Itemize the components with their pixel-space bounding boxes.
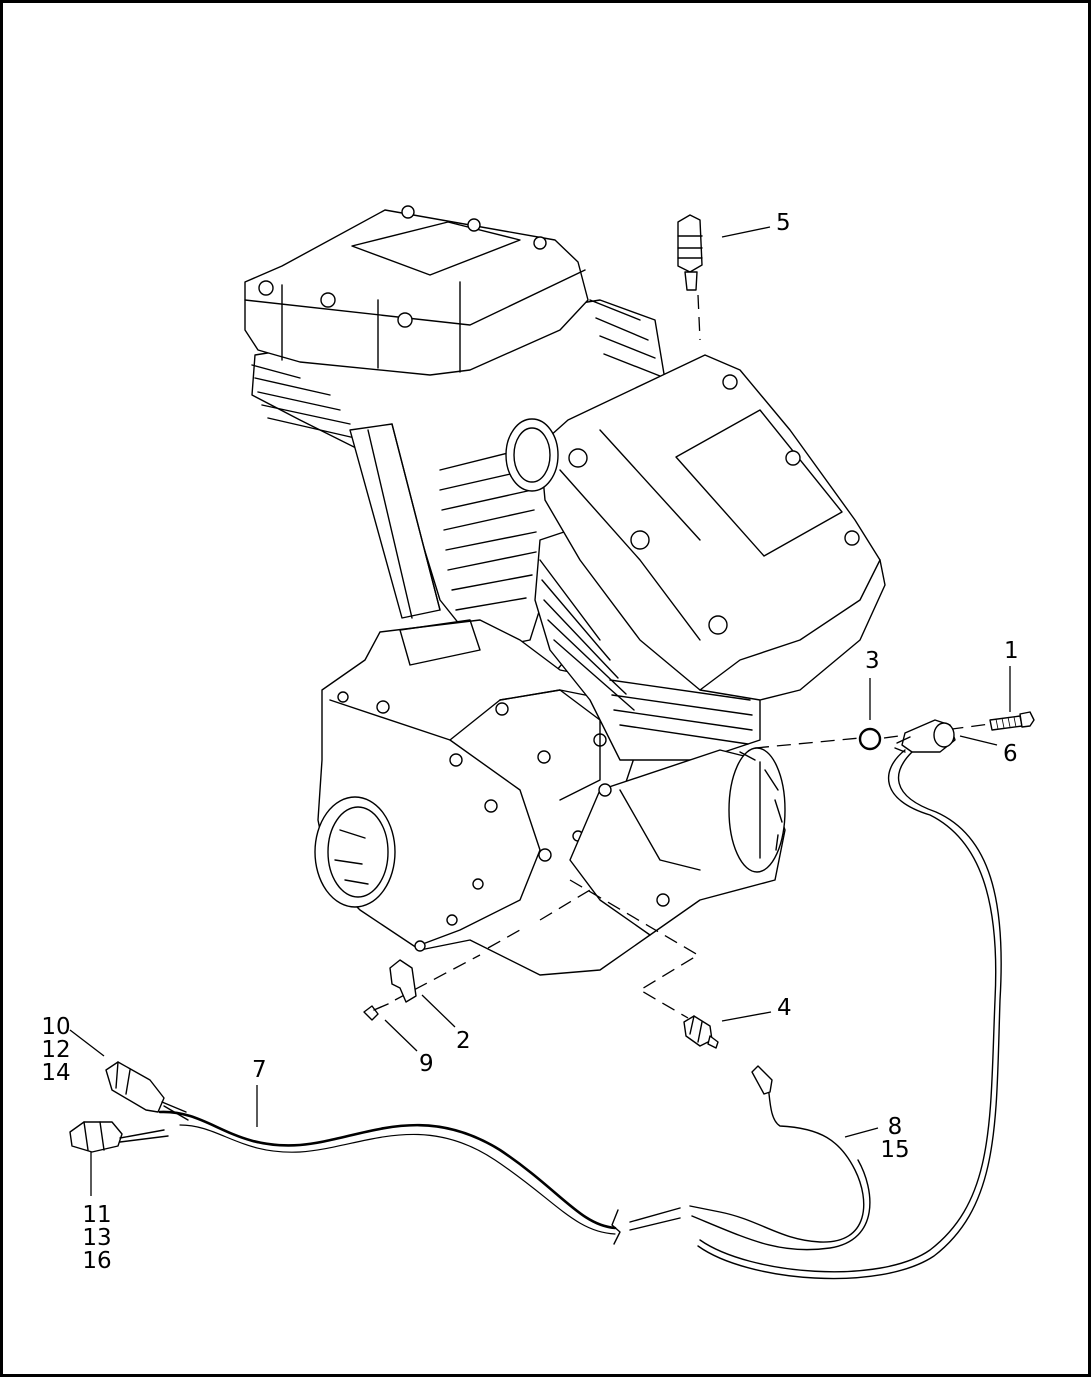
callout-9: 9 [419,1051,434,1077]
leader-lines [69,226,1011,1196]
rear-rocker-cover [244,205,589,376]
callout-group-8-15: 8 15 [878,1116,912,1162]
part-11-connector [69,1121,169,1153]
callout-5: 5 [776,210,791,236]
callout-16: 16 [82,1248,112,1274]
callout-13: 13 [82,1225,112,1251]
part-9-screw [363,1003,389,1021]
callout-7: 7 [252,1057,267,1083]
part-7-harness [158,749,1002,1280]
part-8-wire [751,1065,773,1095]
crankcase [314,619,661,976]
callout-2: 2 [456,1028,471,1054]
callout-group-10-12-14: 10 12 14 [38,1016,74,1085]
callout-15: 15 [880,1137,910,1163]
callout-6: 6 [1003,741,1018,767]
callout-11: 11 [82,1202,112,1228]
callout-3: 3 [865,648,880,674]
part-2-clip [389,959,417,1003]
callout-12: 12 [41,1037,71,1063]
part-5-sensor [677,214,703,291]
part-1-bolt [989,711,1035,731]
front-rocker-cover [505,354,886,701]
callout-4: 4 [777,995,792,1021]
callout-8: 8 [887,1114,903,1140]
part-6-sensor [894,719,956,753]
engine-assembly [244,205,886,976]
callout-14: 14 [41,1060,71,1086]
callout-group-11-13-16: 11 13 16 [79,1204,115,1273]
starter-motor [569,747,786,936]
part-10-connector [105,1061,189,1121]
part-4-switch [683,1015,719,1049]
callout-10: 10 [41,1014,71,1040]
part-3-o-ring [858,727,882,751]
callout-1: 1 [1004,638,1019,664]
